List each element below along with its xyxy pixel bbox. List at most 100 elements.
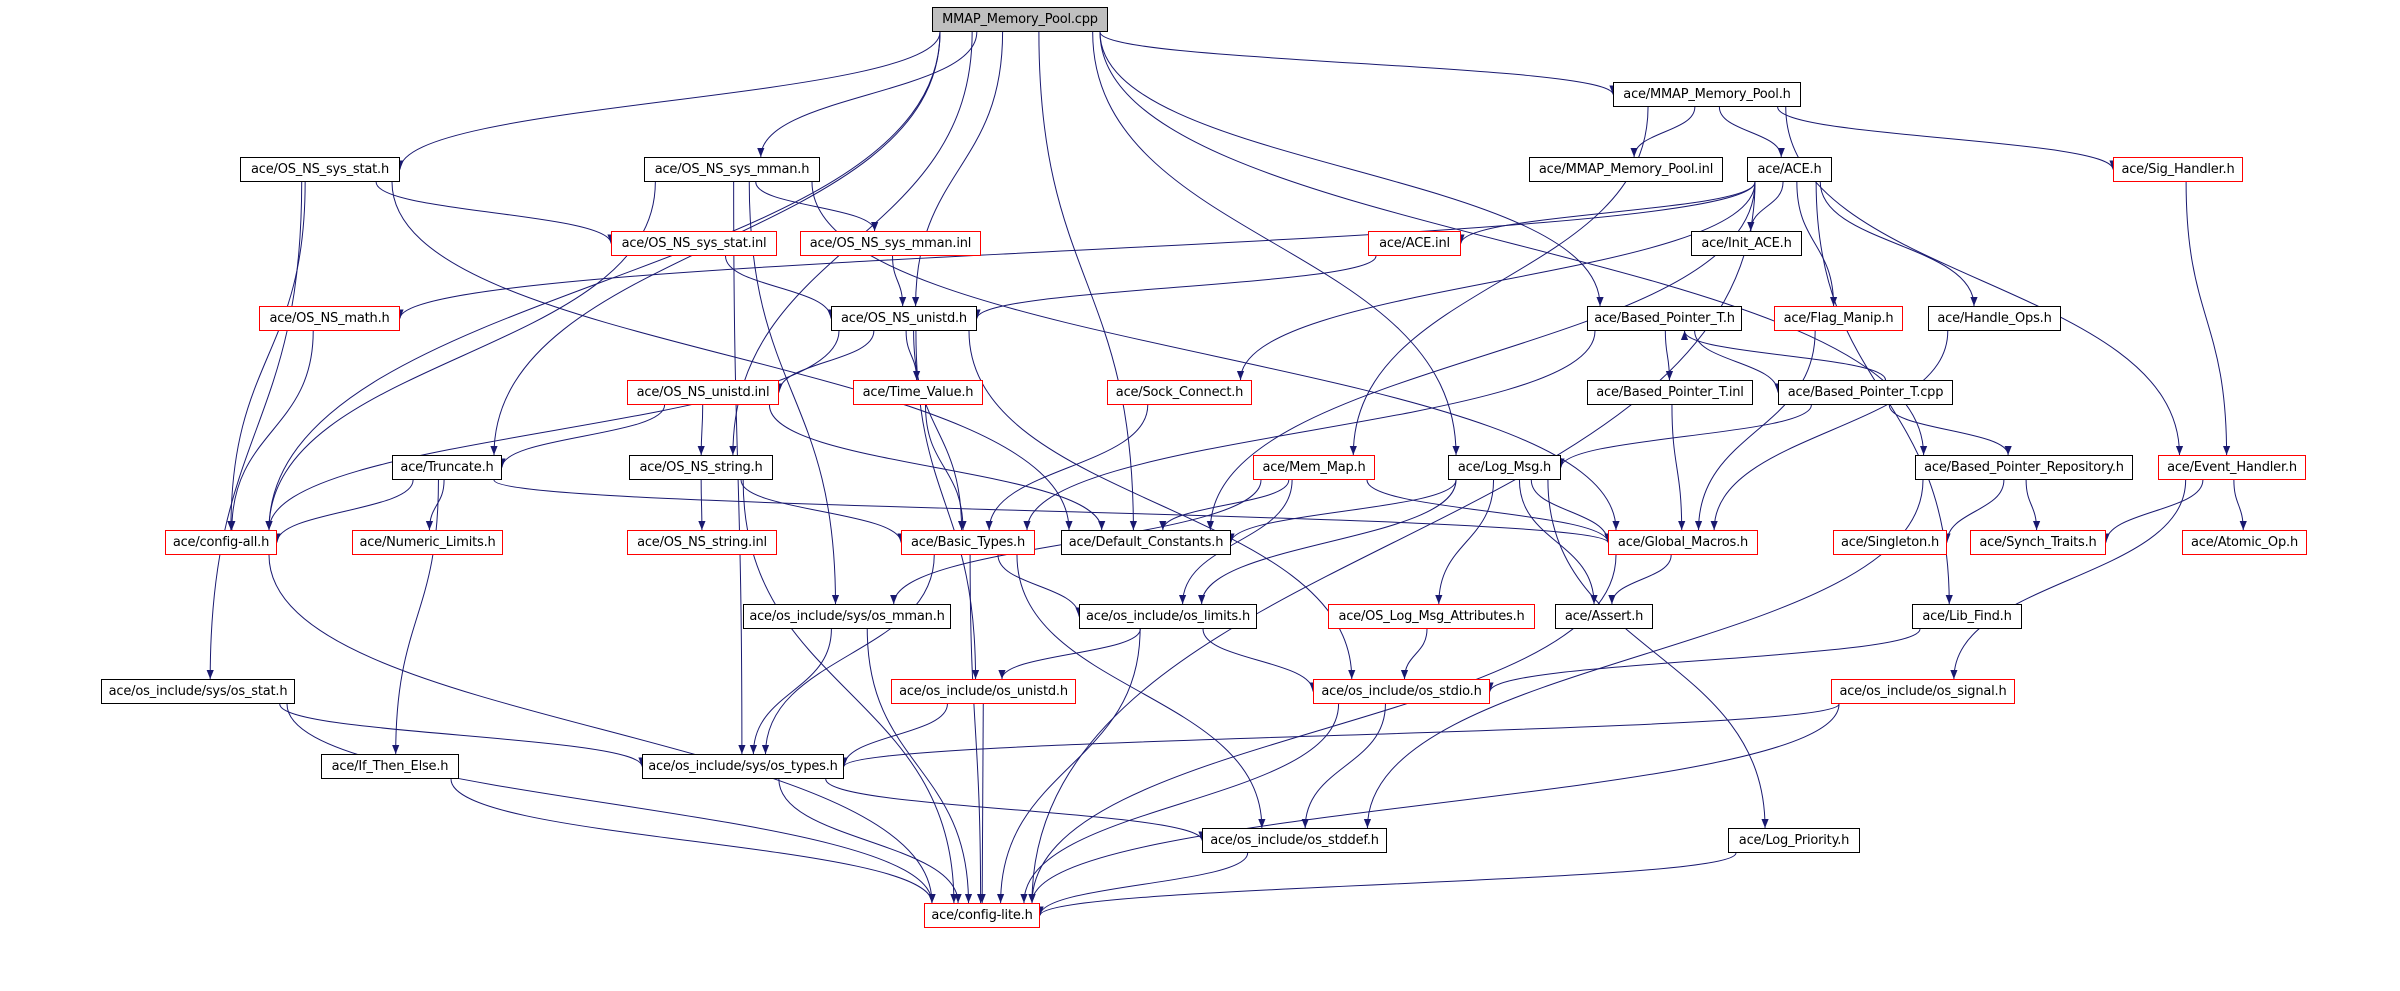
node-label: ace/Truncate.h	[400, 460, 494, 475]
edge-event-handler-h-to-synch-traits-h	[2102, 479, 2204, 543]
edge-basic-types-h-to-os-limits-h	[997, 554, 1083, 617]
node-os-inc-unistd-h[interactable]: ace/os_include/os_unistd.h	[891, 679, 1076, 704]
node-sys-os-types-h[interactable]: ace/os_include/sys/os_types.h	[642, 754, 844, 779]
node-log-msg-h[interactable]: ace/Log_Msg.h	[1448, 455, 1561, 480]
node-os-math-h[interactable]: ace/OS_NS_math.h	[259, 306, 400, 331]
node-sys-os-mman-h[interactable]: ace/os_include/sys/os_mman.h	[743, 604, 951, 629]
edge-log-msg-h-to-os-limits-h	[1198, 479, 1457, 605]
node-handle-ops-h[interactable]: ace/Handle_Ops.h	[1928, 306, 2061, 331]
node-label: ace/Sock_Connect.h	[1115, 385, 1244, 400]
edge-event-handler-h-to-os-signal-h	[1950, 479, 2187, 680]
node-label: ace/os_include/os_unistd.h	[899, 684, 1068, 699]
edge-log-msg-h-to-log-priority-h	[1547, 479, 1769, 829]
node-label: ace/Singleton.h	[1840, 535, 1940, 550]
node-log-priority-h[interactable]: ace/Log_Priority.h	[1728, 828, 1860, 853]
edge-based-ptr-t-h-to-based-ptr-t-cpp	[1694, 330, 1782, 393]
node-global-macros-h[interactable]: ace/Global_Macros.h	[1608, 530, 1758, 555]
edge-os-unistd-h-to-os-unistd-inl	[775, 330, 875, 393]
node-based-ptr-t-cpp[interactable]: ace/Based_Pointer_T.cpp	[1778, 380, 1953, 405]
node-truncate-h[interactable]: ace/Truncate.h	[392, 455, 502, 480]
edge-config-all-h-to-config-lite-h	[268, 554, 936, 904]
node-based-ptr-repo-h[interactable]: ace/Based_Pointer_Repository.h	[1915, 455, 2133, 480]
edge-os-string-h-to-os-string-inl	[698, 479, 706, 531]
node-based-ptr-t-inl[interactable]: ace/Based_Pointer_T.inl	[1587, 380, 1753, 405]
node-synch-traits-h[interactable]: ace/Synch_Traits.h	[1970, 530, 2106, 555]
node-label: ace/config-lite.h	[931, 908, 1033, 923]
node-lib-find-h[interactable]: ace/Lib_Find.h	[1912, 604, 2022, 629]
node-label: ace/Basic_Types.h	[910, 535, 1025, 550]
edge-os-string-h-to-basic-types-h	[740, 479, 905, 543]
node-atomic-op-h[interactable]: ace/Atomic_Op.h	[2182, 530, 2307, 555]
node-ace-h[interactable]: ace/ACE.h	[1747, 157, 1832, 182]
node-os-limits-h[interactable]: ace/os_include/os_limits.h	[1079, 604, 1257, 629]
edge-mem-map-h-to-default-constants-h	[1159, 479, 1290, 531]
node-event-handler-h[interactable]: ace/Event_Handler.h	[2158, 455, 2306, 480]
edge-truncate-h-to-config-all-h	[273, 479, 414, 543]
node-time-value-h[interactable]: ace/Time_Value.h	[853, 380, 983, 405]
node-mmap-pool-h[interactable]: ace/MMAP_Memory_Pool.h	[1613, 82, 1801, 107]
edge-sock-connect-h-to-basic-types-h	[985, 404, 1149, 531]
node-basic-types-h[interactable]: ace/Basic_Types.h	[901, 530, 1035, 555]
node-sys-mman-inl[interactable]: ace/OS_NS_sys_mman.inl	[800, 231, 981, 256]
edge-os-unistd-h-to-time-value-h	[905, 330, 921, 381]
node-assert-h[interactable]: ace/Assert.h	[1555, 604, 1653, 629]
edge-based-ptr-t-h-to-basic-types-h	[1023, 330, 1596, 531]
node-sys-stat-h[interactable]: ace/OS_NS_sys_stat.h	[240, 157, 400, 182]
edge-root-to-mmap-pool-h	[1099, 31, 1617, 95]
node-sys-stat-inl[interactable]: ace/OS_NS_sys_stat.inl	[611, 231, 777, 256]
node-label: ace/Assert.h	[1564, 609, 1644, 624]
edge-ace-inl-to-os-unistd-h	[973, 255, 1377, 319]
node-label: ace/OS_NS_sys_mman.inl	[809, 236, 972, 251]
node-os-unistd-h[interactable]: ace/OS_NS_unistd.h	[831, 306, 977, 331]
node-singleton-h[interactable]: ace/Singleton.h	[1833, 530, 1947, 555]
edge-basic-types-h-to-os-stddef-h	[1016, 554, 1266, 829]
node-label: ace/Event_Handler.h	[2167, 460, 2297, 475]
node-mmap-pool-inl[interactable]: ace/MMAP_Memory_Pool.inl	[1529, 157, 1723, 182]
edge-ace-h-to-os-math-h	[396, 181, 1756, 319]
node-ace-inl[interactable]: ace/ACE.inl	[1368, 231, 1461, 256]
edge-time-value-h-to-basic-types-h	[925, 404, 967, 531]
node-label: ace/OS_NS_unistd.inl	[636, 385, 770, 400]
node-sock-connect-h[interactable]: ace/Sock_Connect.h	[1107, 380, 1252, 405]
edge-root-to-default-constants-h	[1038, 31, 1137, 531]
node-os-stddef-h[interactable]: ace/os_include/os_stddef.h	[1202, 828, 1387, 853]
node-label: ace/Flag_Manip.h	[1783, 311, 1894, 326]
edge-os-math-h-to-config-all-h	[228, 330, 314, 531]
node-os-string-h[interactable]: ace/OS_NS_string.h	[629, 455, 773, 480]
edge-event-handler-h-to-atomic-op-h	[2233, 479, 2247, 531]
node-numeric-limits-h[interactable]: ace/Numeric_Limits.h	[352, 530, 503, 555]
node-label: ace/If_Then_Else.h	[331, 759, 449, 774]
node-os-unistd-inl[interactable]: ace/OS_NS_unistd.inl	[627, 380, 779, 405]
node-config-lite-h[interactable]: ace/config-lite.h	[924, 903, 1040, 928]
edge-basic-types-h-to-config-lite-h	[969, 554, 985, 904]
node-label: ace/Based_Pointer_Repository.h	[1924, 460, 2124, 475]
edge-global-macros-h-to-assert-h	[1608, 554, 1672, 605]
edge-os-signal-h-to-config-lite-h	[1028, 703, 1840, 904]
node-os-log-msg-attr-h[interactable]: ace/OS_Log_Msg_Attributes.h	[1328, 604, 1535, 629]
node-label: ace/Based_Pointer_T.inl	[1596, 385, 1744, 400]
edge-mem-map-h-to-os-limits-h	[1179, 479, 1293, 605]
edge-os-unistd-h-to-config-all-h	[265, 330, 840, 531]
edge-based-ptr-t-h-to-based-ptr-t-inl	[1664, 330, 1674, 381]
node-flag-manip-h[interactable]: ace/Flag_Manip.h	[1774, 306, 1903, 331]
node-sys-mman-h[interactable]: ace/OS_NS_sys_mman.h	[644, 157, 820, 182]
node-label: ace/OS_NS_string.h	[639, 460, 763, 475]
node-sys-os-stat-h[interactable]: ace/os_include/sys/os_stat.h	[101, 679, 295, 704]
node-config-all-h[interactable]: ace/config-all.h	[165, 530, 277, 555]
edge-if-then-else-h-to-config-lite-h	[450, 778, 936, 904]
edge-log-priority-h-to-config-lite-h	[1036, 852, 1737, 916]
edge-ace-h-to-ace-inl	[1457, 181, 1756, 244]
node-os-string-inl[interactable]: ace/OS_NS_string.inl	[627, 530, 777, 555]
node-mem-map-h[interactable]: ace/Mem_Map.h	[1253, 455, 1375, 480]
node-label: ace/os_include/os_signal.h	[1839, 684, 2007, 699]
edge-os-limits-h-to-os-inc-unistd-h	[998, 628, 1141, 680]
node-if-then-else-h[interactable]: ace/If_Then_Else.h	[321, 754, 459, 779]
node-label: MMAP_Memory_Pool.cpp	[942, 12, 1098, 27]
node-based-ptr-t-h[interactable]: ace/Based_Pointer_T.h	[1587, 306, 1742, 331]
node-init-ace-h[interactable]: ace/Init_ACE.h	[1691, 231, 1802, 256]
node-os-stdio-h[interactable]: ace/os_include/os_stdio.h	[1313, 679, 1490, 704]
node-label: ace/ACE.h	[1757, 162, 1822, 177]
node-default-constants-h[interactable]: ace/Default_Constants.h	[1061, 530, 1231, 555]
node-os-signal-h[interactable]: ace/os_include/os_signal.h	[1831, 679, 2015, 704]
node-sig-handler-h[interactable]: ace/Sig_Handler.h	[2113, 157, 2243, 182]
